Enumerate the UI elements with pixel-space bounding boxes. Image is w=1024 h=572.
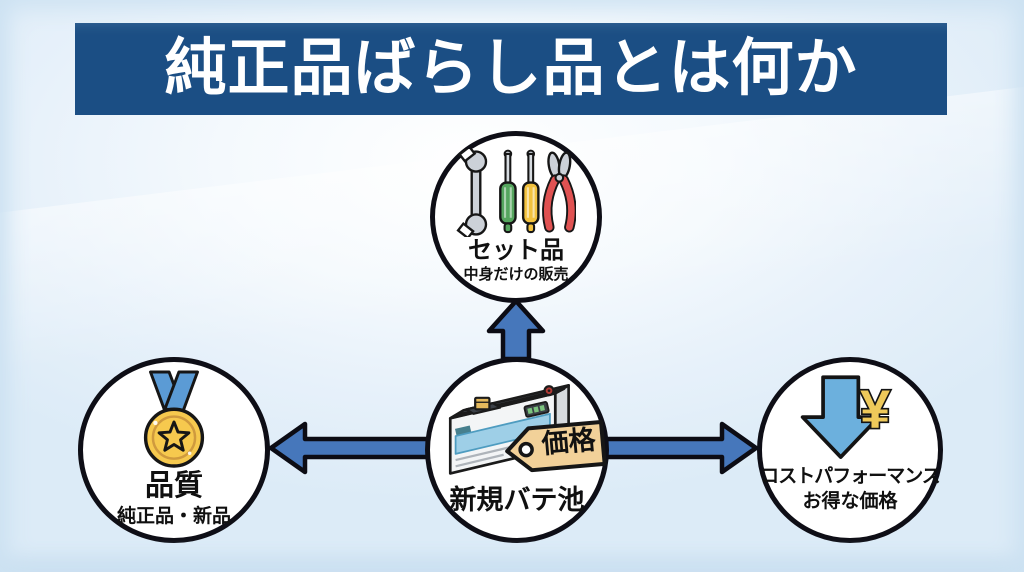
node-quality-sublabel: 純正品・新品 <box>116 505 231 527</box>
node-cost-performance-sublabel: お得な価格 <box>802 490 898 512</box>
price-tag-label: 価格 <box>540 424 597 460</box>
page-title: 純正品ばらし品とは何か <box>164 34 858 103</box>
yen-down-arrow-icon: ¥ <box>800 375 892 459</box>
yen-symbol: ¥ <box>860 379 890 439</box>
medal-icon <box>143 370 205 468</box>
node-cost-performance-label: コストパフォーマンス <box>760 466 941 487</box>
node-set-item-sublabel: 中身だけの販売 <box>463 266 569 284</box>
price-tag-icon <box>505 419 607 473</box>
node-quality: 品質 純正品・新品 <box>78 357 270 543</box>
node-new-battery-label: 新規バテ池 <box>449 485 585 515</box>
arrow-center-to-right-icon <box>603 421 759 475</box>
arrow-center-to-left-icon <box>268 421 431 475</box>
node-set-item: セット品 中身だけの販売 <box>430 131 602 303</box>
arrow-center-to-top-icon <box>486 298 546 362</box>
tools-icon <box>456 149 576 237</box>
node-set-item-label: セット品 <box>468 237 564 264</box>
title-banner: 純正品ばらし品とは何か <box>75 23 947 115</box>
node-quality-label: 品質 <box>144 470 203 502</box>
node-cost-performance: ¥ コストパフォーマンス お得な価格 <box>757 357 943 543</box>
price-tag: 価格 <box>502 417 610 478</box>
